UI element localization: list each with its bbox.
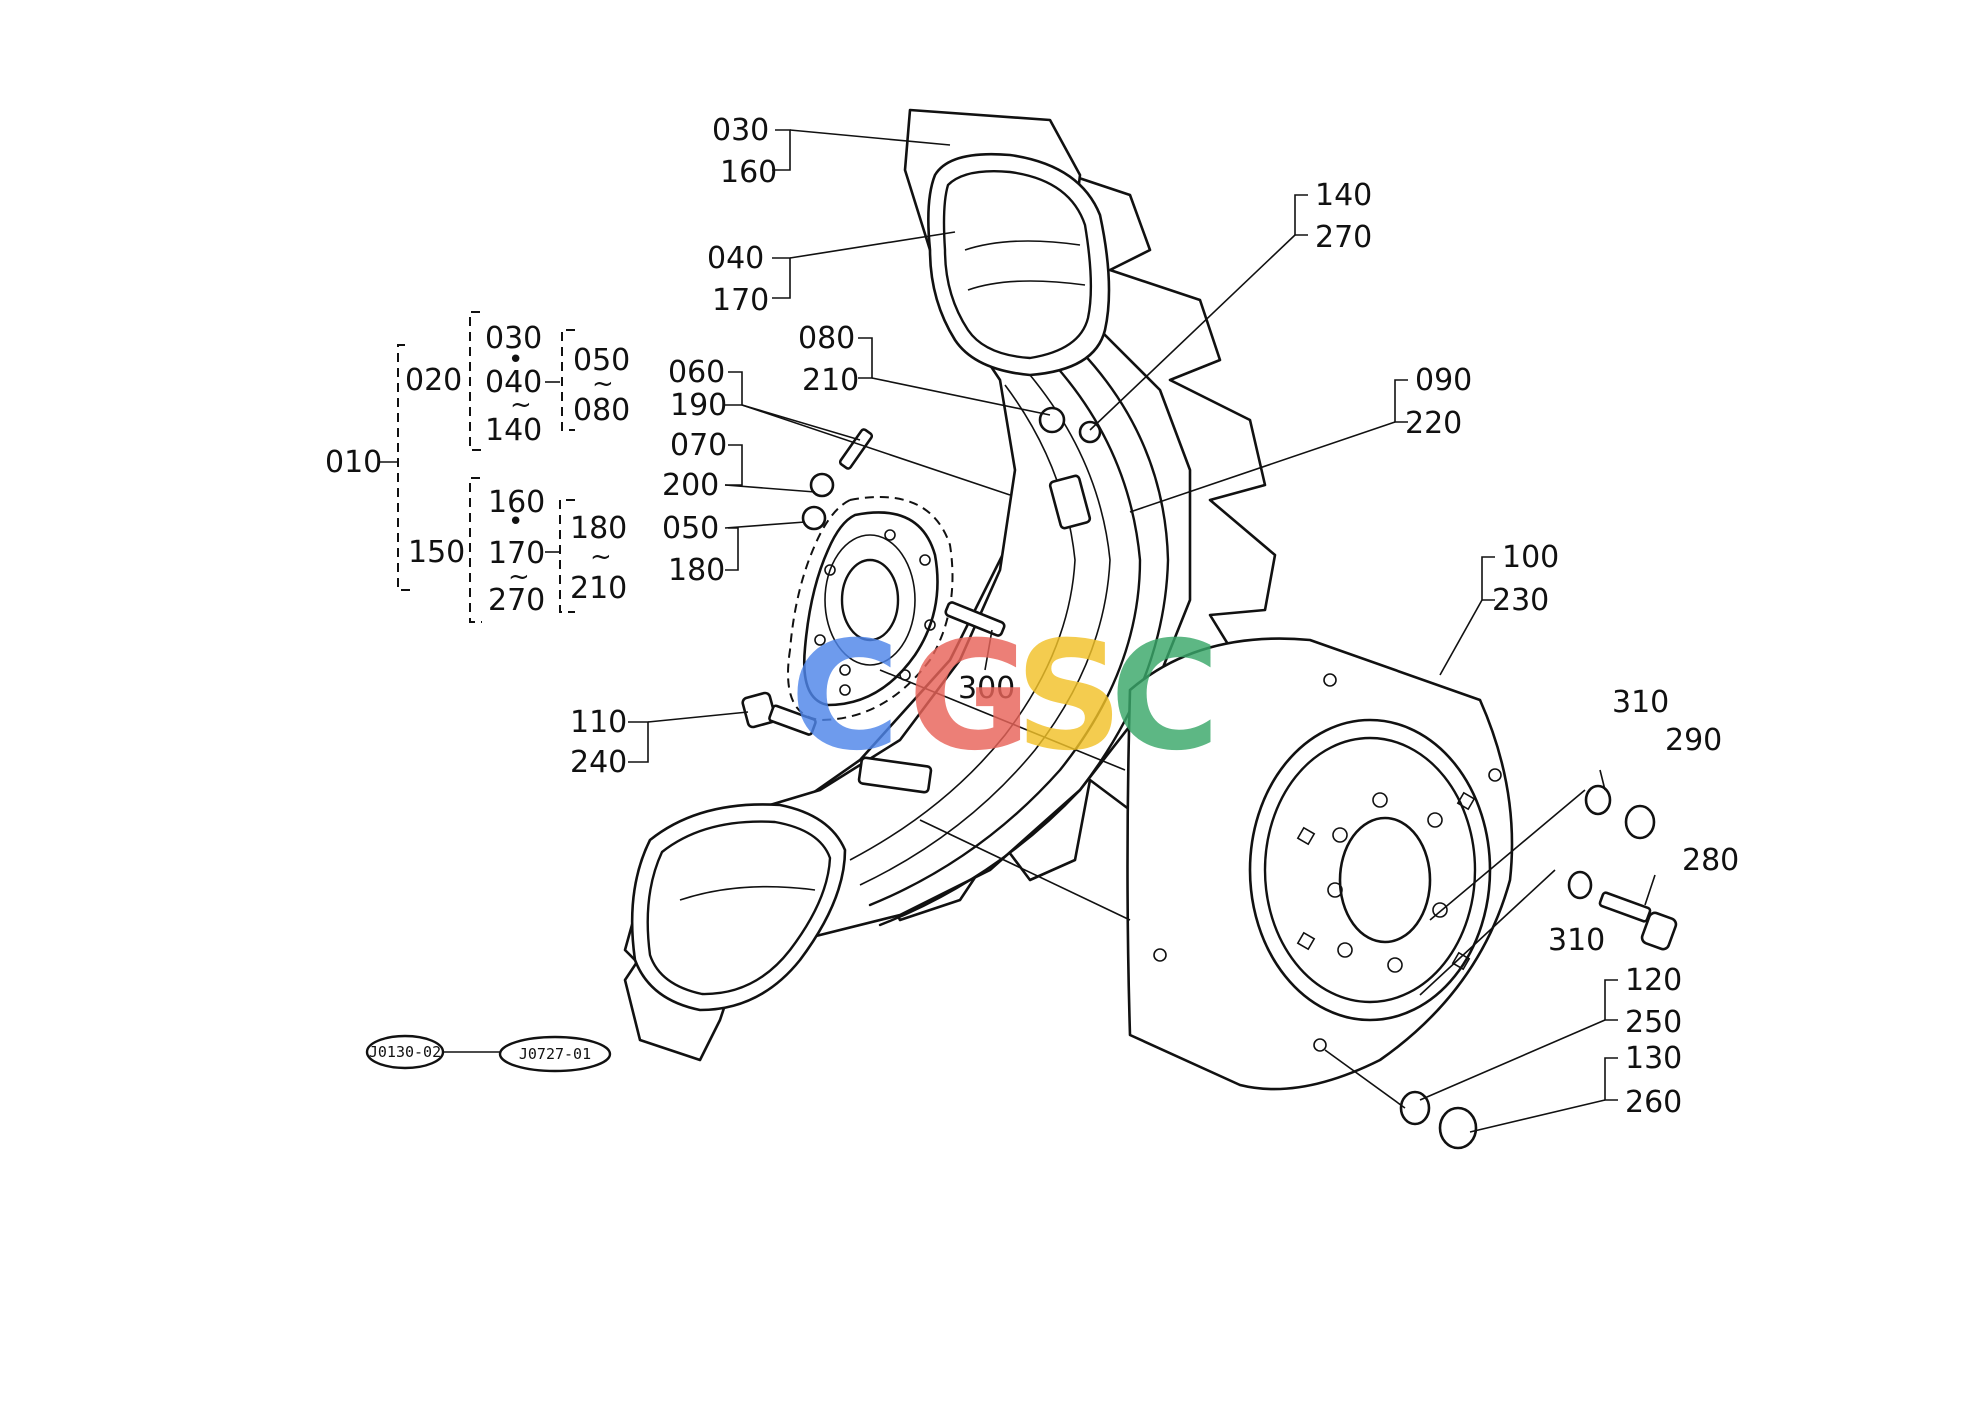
label-110: 110 xyxy=(570,705,627,740)
leader-lines xyxy=(628,129,1656,1133)
label-160: 160 xyxy=(720,155,777,190)
ref-j0727-01: J0727-01 xyxy=(519,1045,591,1063)
tree-210: 210 xyxy=(570,571,627,606)
label-270: 270 xyxy=(1315,220,1372,255)
label-230: 230 xyxy=(1492,583,1549,618)
tree-150: 150 xyxy=(408,535,465,570)
label-300: 300 xyxy=(958,671,1015,706)
tree-160: 160 xyxy=(488,485,545,520)
label-120: 120 xyxy=(1625,963,1682,998)
hub-plate xyxy=(1126,637,1514,1091)
tree-180: 180 xyxy=(570,511,627,546)
tree-020: 020 xyxy=(405,363,462,398)
reference-tags: J0130-02 J0727-01 xyxy=(365,1034,612,1073)
small-parts xyxy=(741,406,1678,1150)
tire xyxy=(623,108,1277,1062)
tree-010: 010 xyxy=(325,445,382,480)
watermark-letter-2: G xyxy=(908,610,1031,784)
label-240: 240 xyxy=(570,745,627,780)
label-030: 030 xyxy=(712,113,769,148)
label-060: 060 xyxy=(668,355,725,390)
label-040: 040 xyxy=(707,241,764,276)
label-220: 220 xyxy=(1405,406,1462,441)
label-210: 210 xyxy=(802,363,859,398)
watermark: C G S C xyxy=(790,610,1220,784)
label-090: 090 xyxy=(1415,363,1472,398)
label-290: 290 xyxy=(1665,723,1722,758)
svg-text:~: ~ xyxy=(590,542,612,572)
label-200: 200 xyxy=(662,468,719,503)
label-250: 250 xyxy=(1625,1005,1682,1040)
watermark-letter-4: C xyxy=(1110,610,1220,784)
label-170: 170 xyxy=(712,283,769,318)
svg-text:•: • xyxy=(508,345,523,375)
label-080: 080 xyxy=(798,321,855,356)
tree-080: 080 xyxy=(573,393,630,428)
label-310-bottom: 310 xyxy=(1548,923,1605,958)
svg-text:•: • xyxy=(508,507,523,537)
watermark-letter-1: C xyxy=(790,610,900,784)
rim-disc xyxy=(787,496,954,722)
tree-140: 140 xyxy=(485,413,542,448)
label-070: 070 xyxy=(670,428,727,463)
svg-text:~: ~ xyxy=(508,562,530,592)
label-100: 100 xyxy=(1502,540,1559,575)
label-130: 130 xyxy=(1625,1041,1682,1076)
tree-270: 270 xyxy=(488,583,545,618)
label-140: 140 xyxy=(1315,178,1372,213)
assembly-tree: 010 020 030 • 040 ~ 140 050 ~ 080 150 16… xyxy=(325,311,630,623)
part-labels: 030 160 040 170 080 210 060 190 070 200 … xyxy=(570,113,1739,1120)
label-260: 260 xyxy=(1625,1085,1682,1120)
label-050: 050 xyxy=(662,511,719,546)
svg-text:~: ~ xyxy=(510,390,532,420)
svg-text:~: ~ xyxy=(592,369,614,399)
label-190: 190 xyxy=(670,388,727,423)
tree-050: 050 xyxy=(573,343,630,378)
label-180: 180 xyxy=(668,553,725,588)
watermark-letter-3: S xyxy=(1015,610,1123,784)
tree-040: 040 xyxy=(485,365,542,400)
tree-170: 170 xyxy=(488,536,545,571)
tree-030: 030 xyxy=(485,321,542,356)
label-280: 280 xyxy=(1682,843,1739,878)
label-310-top: 310 xyxy=(1612,685,1669,720)
ref-j0130-02: J0130-02 xyxy=(369,1043,441,1061)
